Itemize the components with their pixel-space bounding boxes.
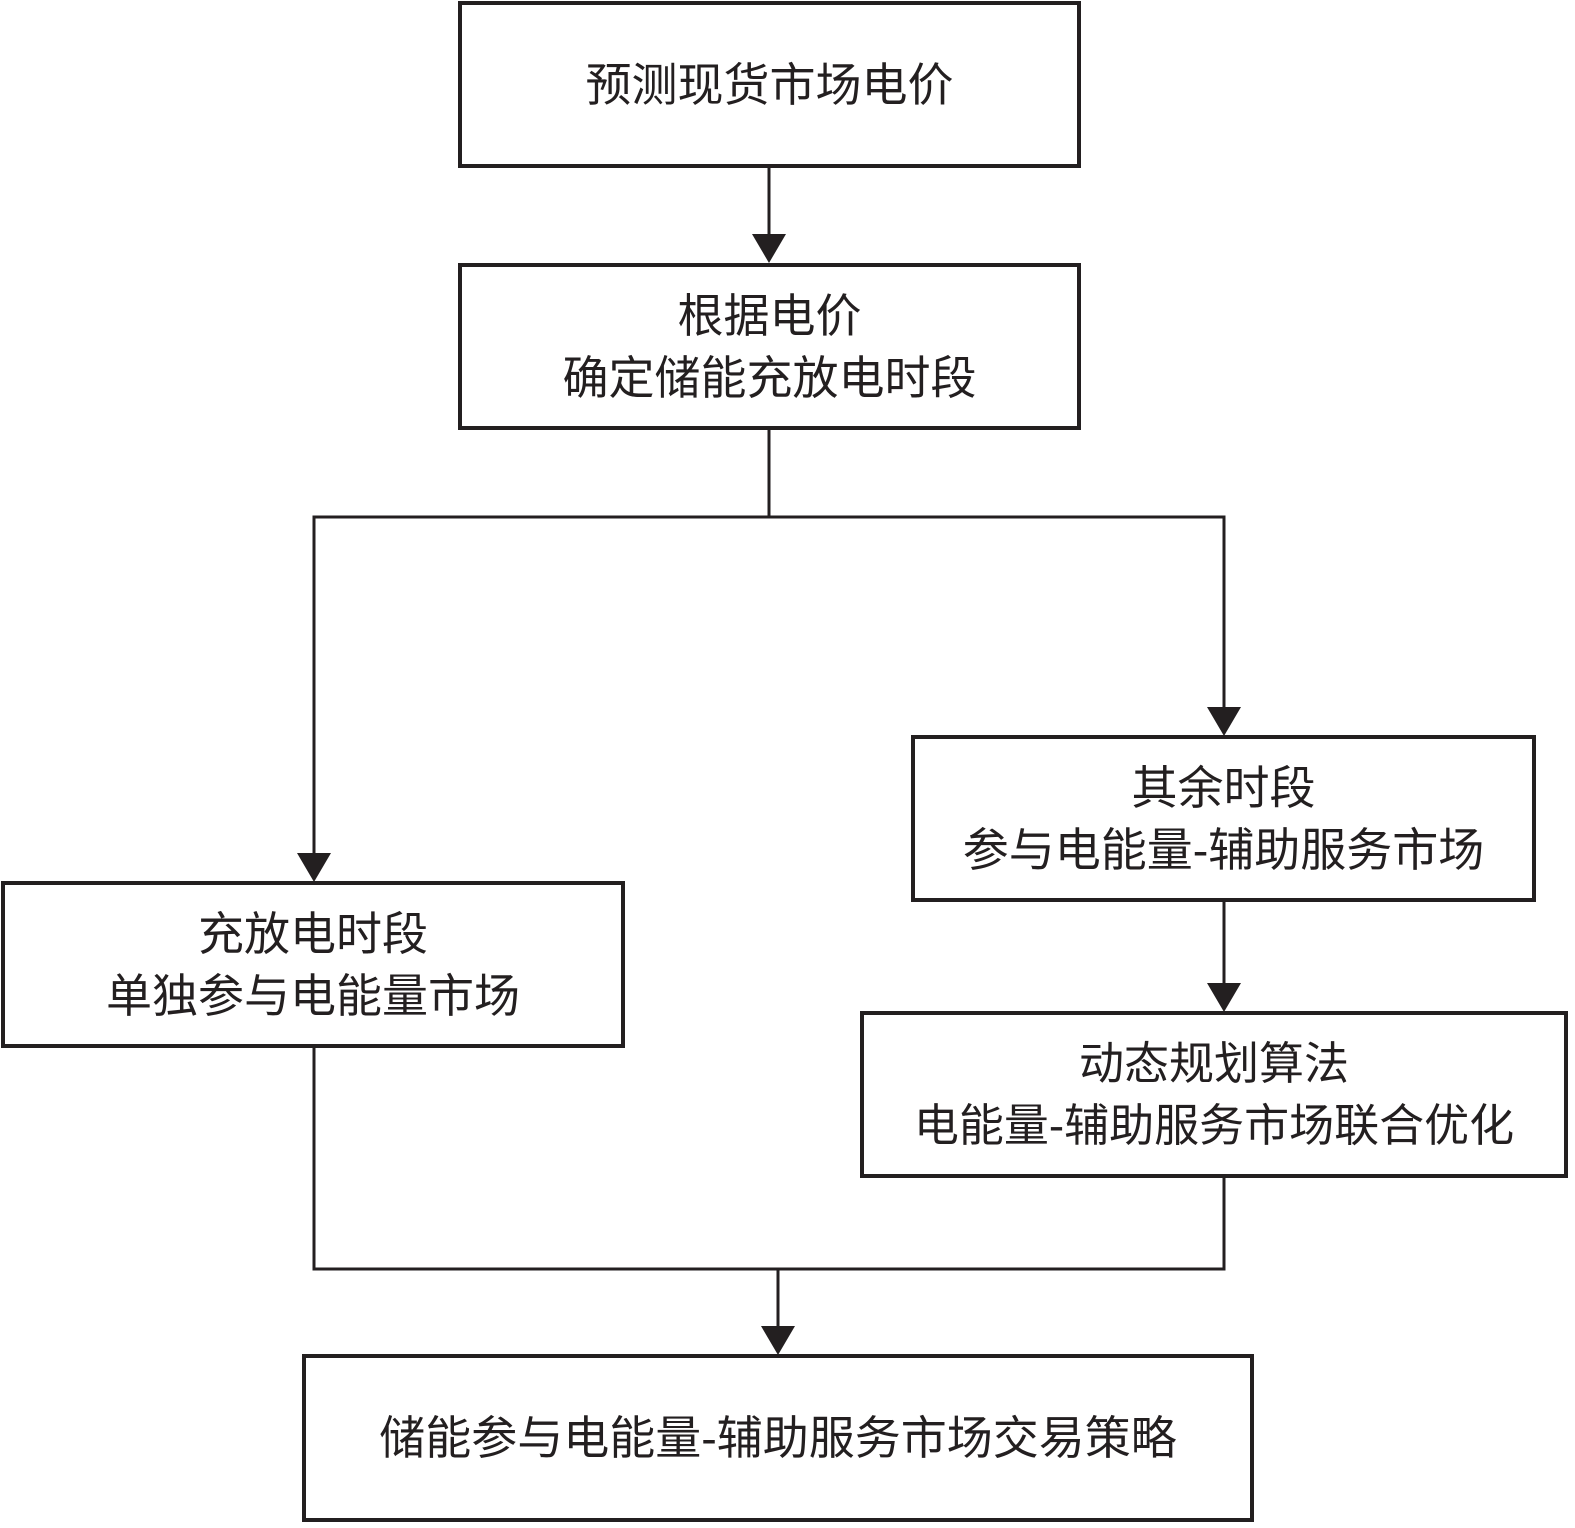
node-other-periods: 其余时段 参与电能量-辅助服务市场 — [911, 735, 1536, 902]
arrowhead-forecast-to-periods — [752, 234, 786, 263]
arrowhead-to-charge-periods — [297, 853, 331, 882]
node-charge-line-2: 单独参与电能量市场 — [106, 968, 520, 1023]
node-other-line-1: 其余时段 — [1131, 760, 1316, 815]
node-other-line-2: 参与电能量-辅助服务市场 — [962, 822, 1485, 877]
node-charge-periods: 充放电时段 单独参与电能量市场 — [1, 881, 625, 1048]
node-strategy-line-1: 储能参与电能量-辅助服务市场交易策略 — [379, 1411, 1177, 1465]
arrowhead-to-dynamic-programming — [1207, 983, 1241, 1012]
node-dynamic-programming: 动态规划算法 电能量-辅助服务市场联合优化 — [860, 1011, 1568, 1178]
node-dp-line-1: 动态规划算法 — [1078, 1036, 1349, 1090]
node-determine-periods: 根据电价 确定储能充放电时段 — [458, 263, 1081, 430]
node-forecast-spot-price: 预测现货市场电价 — [458, 1, 1081, 168]
arrowhead-to-other-periods — [1207, 707, 1241, 736]
node-trading-strategy: 储能参与电能量-辅助服务市场交易策略 — [302, 1354, 1254, 1522]
arrowhead-to-strategy — [761, 1326, 795, 1355]
node-charge-line-1: 充放电时段 — [198, 906, 428, 961]
node-periods-line-2: 确定储能充放电时段 — [562, 350, 977, 405]
node-dp-line-2: 电能量-辅助服务市场联合优化 — [913, 1098, 1515, 1152]
node-forecast-line-1: 预测现货市场电价 — [585, 57, 954, 112]
node-periods-line-1: 根据电价 — [677, 288, 862, 343]
